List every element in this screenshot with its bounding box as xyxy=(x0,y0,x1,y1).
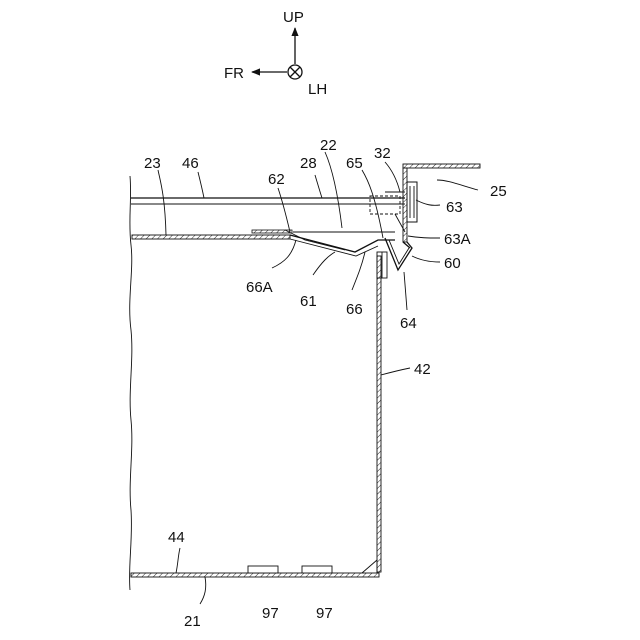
label-64: 64 xyxy=(400,315,417,332)
bottom-floor-44 xyxy=(131,573,379,577)
label-65: 65 xyxy=(346,155,363,172)
bracket-32 xyxy=(370,196,400,214)
label-44: 44 xyxy=(168,529,185,546)
lh-label: LH xyxy=(308,81,327,98)
label-61: 61 xyxy=(300,293,317,310)
foot-97b xyxy=(302,566,332,573)
label-22: 22 xyxy=(320,137,337,154)
label-63A: 63A xyxy=(444,231,471,248)
label-23: 23 xyxy=(144,155,161,172)
fr-label: FR xyxy=(224,65,244,82)
floor-plate-23 xyxy=(132,235,290,239)
label-97a: 97 xyxy=(262,605,279,622)
direction-indicator: UP FR LH xyxy=(224,9,327,98)
label-21: 21 xyxy=(184,613,201,630)
frame-63A xyxy=(403,168,407,242)
label-25: 25 xyxy=(490,183,507,200)
label-46: 46 xyxy=(182,155,199,172)
label-63: 63 xyxy=(446,199,463,216)
label-62: 62 xyxy=(268,171,285,188)
leader-lines xyxy=(158,152,478,604)
reference-labels: 23 46 28 22 62 65 32 25 63 63A 60 64 66A… xyxy=(144,137,507,630)
label-42: 42 xyxy=(414,361,431,378)
label-32: 32 xyxy=(374,145,391,162)
label-66: 66 xyxy=(346,301,363,318)
member-64 xyxy=(385,238,412,270)
label-60: 60 xyxy=(444,255,461,272)
label-66A: 66A xyxy=(246,279,273,296)
left-break-line xyxy=(130,176,132,590)
up-label: UP xyxy=(283,9,304,26)
fastener-63 xyxy=(407,182,417,222)
foot-97a xyxy=(248,566,278,573)
top-rail-25 xyxy=(403,164,480,168)
label-97b: 97 xyxy=(316,605,333,622)
label-28: 28 xyxy=(300,155,317,172)
rear-wall-42 xyxy=(377,256,381,572)
